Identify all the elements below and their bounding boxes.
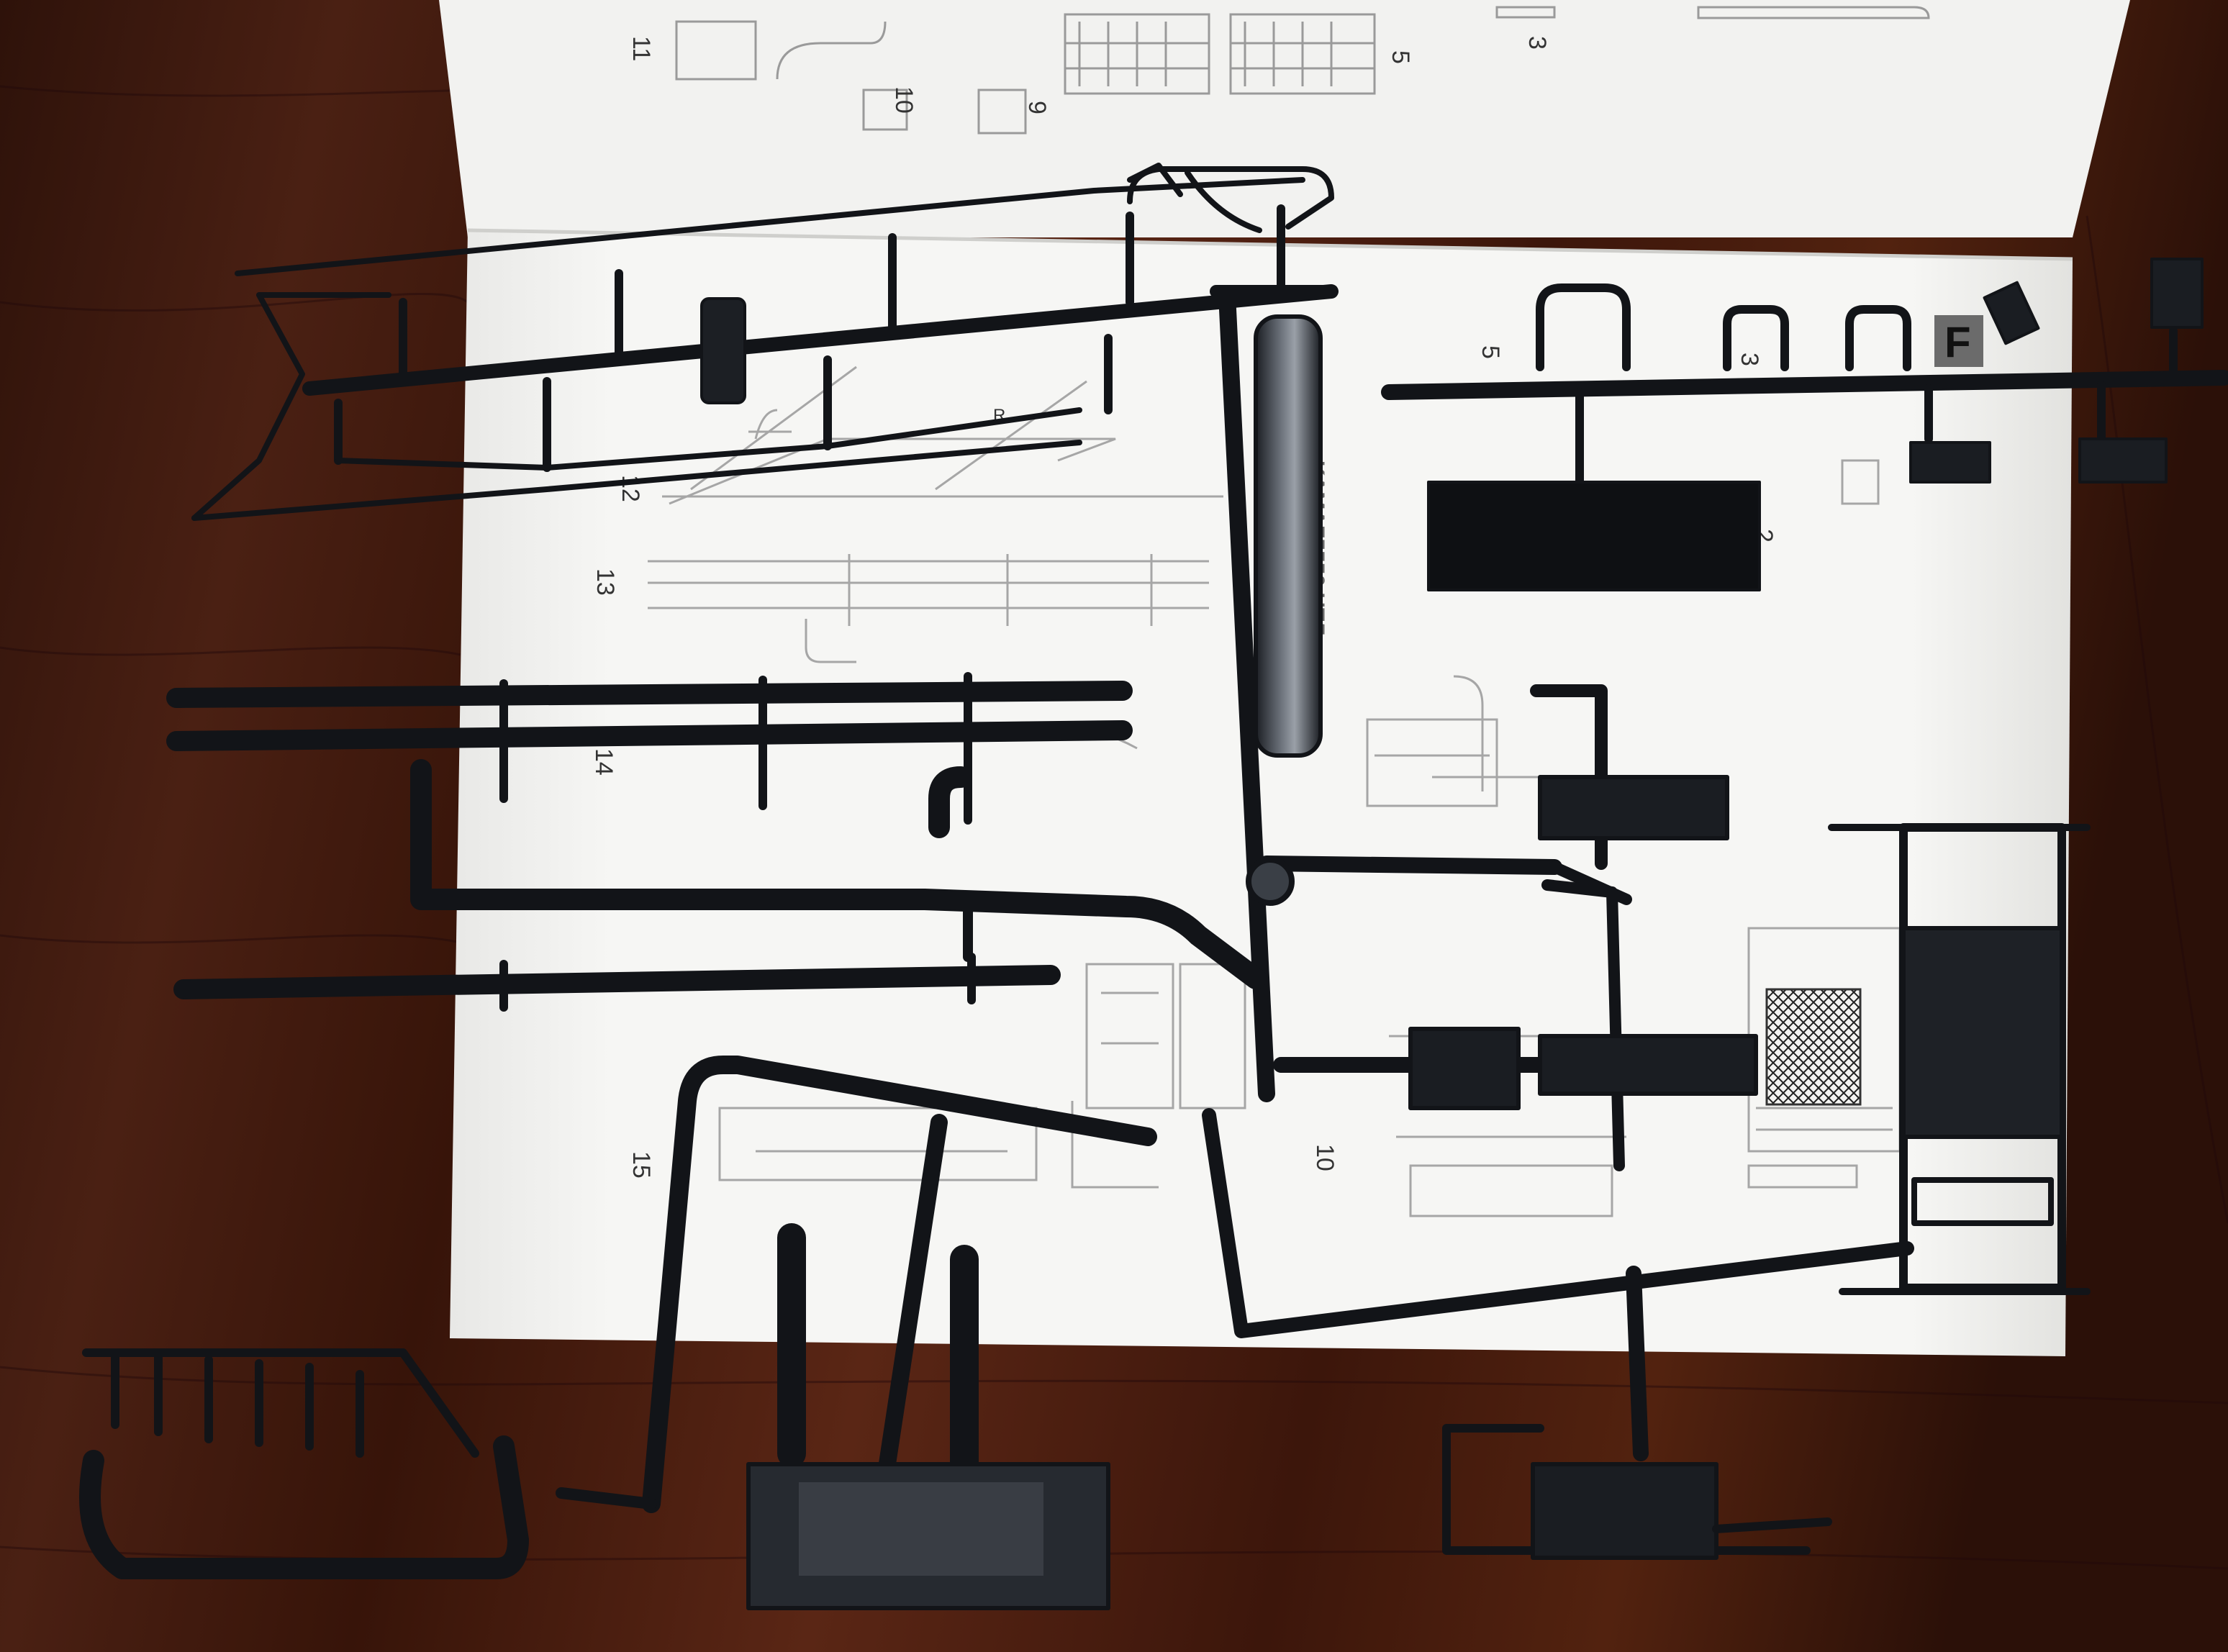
part-number: 14: [590, 748, 617, 776]
textured-chrome-part: [1254, 314, 1323, 758]
part-numbers: 11 10 9 5 3 12 13 14 15 10 5 3 2 R: [590, 36, 1778, 1179]
large-panel-part: [1427, 481, 1761, 591]
bracket-part: [1538, 1034, 1758, 1096]
ladder-base: [79, 1435, 529, 1579]
small-plate-part: [700, 297, 746, 404]
sprue-letter: F: [1944, 318, 1971, 366]
part-number: 10: [890, 86, 918, 114]
part-number: 3: [1736, 353, 1763, 366]
part-number: 13: [592, 568, 619, 596]
line-art-top: [675, 6, 1930, 135]
exhaust-pipe: [410, 759, 1267, 989]
sprue-letter-box: [1934, 315, 1983, 367]
plastic-parts: [79, 163, 2228, 1610]
small-block-part: [2150, 258, 2204, 329]
bottom-bracket-part: [1531, 1462, 1718, 1560]
part-number: 15: [628, 1151, 655, 1179]
sprue-runner-bottom: [1202, 1108, 1914, 1338]
mirror-wire-frames: [191, 163, 1334, 521]
ladder-part: [82, 1348, 479, 1458]
bracket-part: [1538, 775, 1729, 840]
sprue-hub: [1246, 857, 1295, 906]
part-number: 5: [1477, 345, 1504, 359]
part-number: 10: [1311, 1144, 1339, 1171]
rail-brackets: [499, 672, 976, 1012]
instruction-sheet-top: [439, 0, 2130, 237]
sheet-fold: [467, 228, 2073, 261]
runner-gates: [334, 204, 1285, 472]
small-block-part: [2078, 437, 2168, 484]
small-block-part: [1909, 441, 1991, 484]
sprue-runner-top: [302, 284, 1339, 396]
part-number: 11: [628, 36, 655, 61]
right-runner-gates: [1536, 283, 2178, 494]
roll-bar-frame: [642, 1056, 1157, 1513]
part-number: 9: [1023, 101, 1051, 114]
small-block-part: [1983, 281, 2040, 345]
sprue-runner-right: [1381, 370, 2228, 400]
sprue-runner-vertical: [1218, 286, 1275, 1102]
bracket-part: [1408, 1027, 1521, 1110]
step-plate: [1901, 926, 2064, 1139]
diamond-plate-drawing: [1765, 988, 1862, 1106]
part-number: 5: [1387, 50, 1414, 64]
part-number: 3: [1523, 36, 1551, 50]
